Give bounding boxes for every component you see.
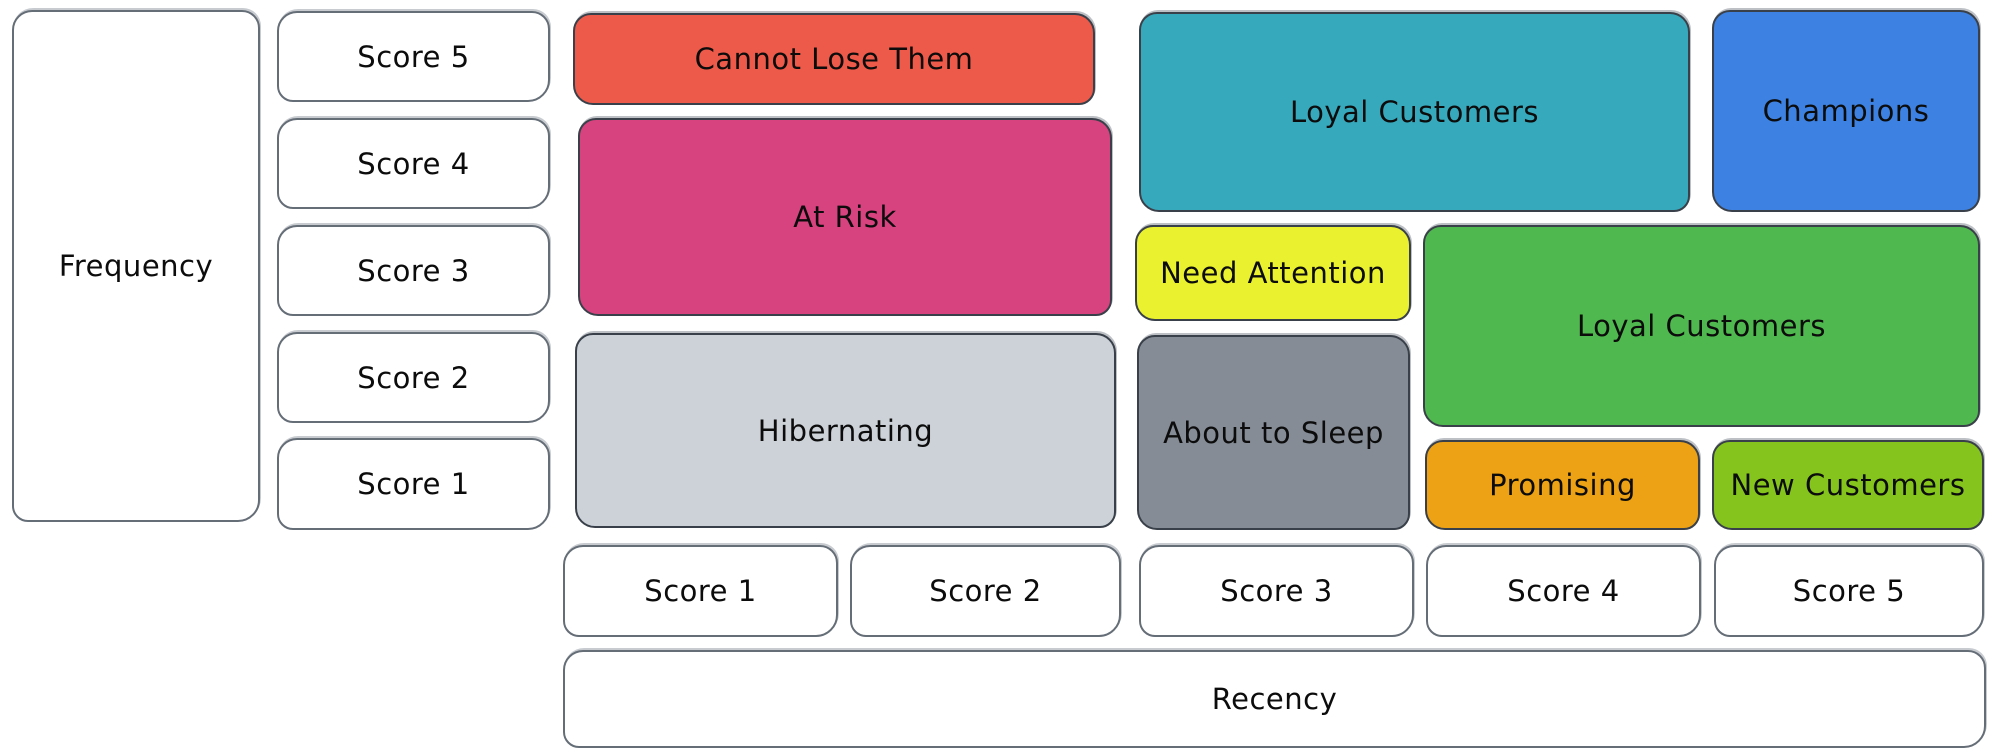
- segment-about-to-sleep: About to Sleep: [1137, 335, 1410, 530]
- segment-hibernating: Hibernating: [575, 333, 1116, 528]
- frequency-score-5-box: Score 5: [277, 11, 550, 102]
- frequency-score-1-box: Score 1: [277, 438, 550, 530]
- segment-new-customers: New Customers: [1712, 440, 1984, 530]
- frequency-score-2-box: Score 2: [277, 332, 550, 423]
- frequency-score-4-box: Score 4: [277, 118, 550, 209]
- segment-loyal-customers-mid: Loyal Customers: [1423, 225, 1980, 427]
- segment-loyal-customers-top: Loyal Customers: [1139, 12, 1690, 212]
- recency-score-4-box: Score 4: [1426, 545, 1701, 637]
- recency-axis-label: Recency: [563, 650, 1986, 748]
- recency-score-1-box: Score 1: [563, 545, 838, 637]
- frequency-axis-label: Frequency: [12, 10, 260, 522]
- recency-score-3-box: Score 3: [1139, 545, 1414, 637]
- frequency-score-3-box: Score 3: [277, 225, 550, 316]
- recency-score-5-box: Score 5: [1714, 545, 1984, 637]
- recency-score-2-box: Score 2: [850, 545, 1121, 637]
- segment-champions: Champions: [1712, 10, 1980, 212]
- segment-at-risk: At Risk: [578, 118, 1112, 316]
- segment-need-attention: Need Attention: [1135, 225, 1411, 321]
- segment-promising: Promising: [1425, 440, 1700, 530]
- segment-cannot-lose-them: Cannot Lose Them: [573, 13, 1095, 105]
